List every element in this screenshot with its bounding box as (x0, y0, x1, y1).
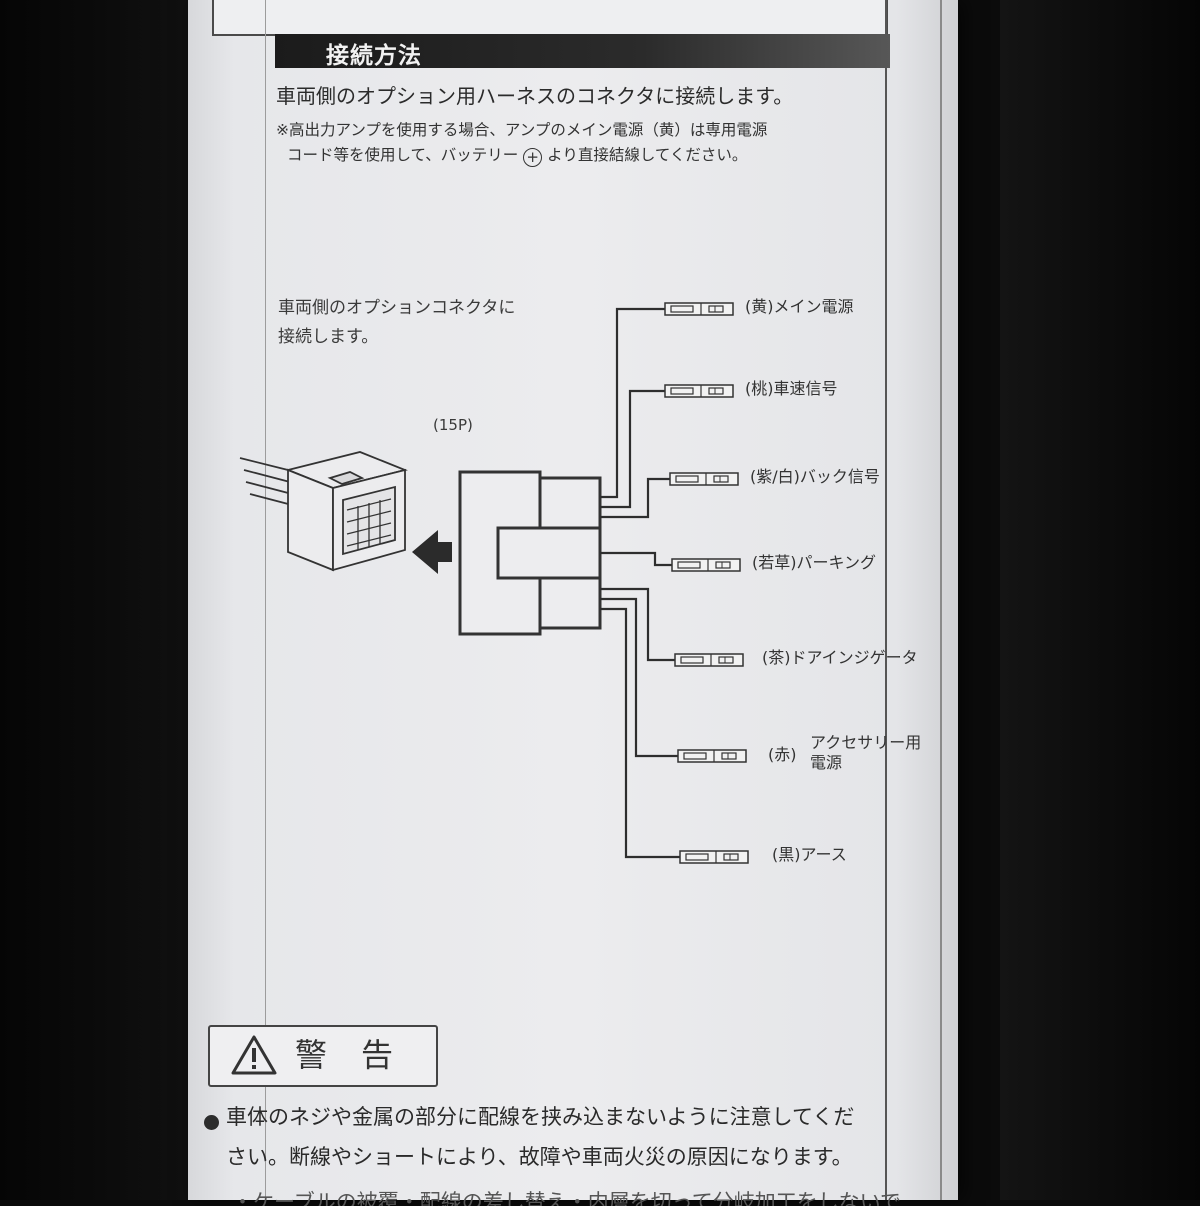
section-header-bar (275, 34, 890, 68)
wire-label-yellow: (黄)メイン電源 (745, 297, 854, 316)
wire-label-light-green: (若草)パーキング (752, 553, 877, 572)
note-line-2-post: より直接結線してください。 (547, 146, 748, 164)
wire-label-brown: (茶)ドアインジゲータ (762, 648, 918, 667)
connector-note-1: 車両側のオプションコネクタに (278, 298, 516, 318)
vehicle-connector-icon (239, 451, 408, 572)
background-left (0, 0, 200, 1200)
connector-note-2: 接続します。 (278, 327, 379, 347)
wire-label-red-line-1: アクセサリー用 (810, 733, 922, 752)
note-line-1: ※高出力アンプを使用する場合、アンプのメイン電源（黄）は専用電源 (276, 121, 768, 139)
frame-line-right (885, 0, 887, 1200)
terminal-red (677, 749, 747, 763)
warning-text-line-1: 車体のネジや金属の部分に配線を挟み込まないように注意してくだ (226, 1105, 855, 1129)
wire-label-red: (赤) (768, 745, 797, 764)
frame-line-left (265, 0, 266, 1200)
warning-text-line-3: ・ケーブルの被覆・配線の差し替え・内層を切って分岐加工をしないで (232, 1190, 902, 1206)
wire-label-purple-white: (紫/白)バック信号 (750, 467, 880, 486)
terminal-purple-white (669, 472, 739, 486)
frame-line-outer (940, 0, 942, 1200)
terminal-pink (664, 384, 734, 398)
arrow-left-icon (412, 530, 452, 574)
plus-terminal-icon: + (523, 148, 543, 167)
terminal-light-green (671, 558, 741, 572)
lead-text: 車両側のオプション用ハーネスのコネクタに接続します。 (276, 84, 794, 108)
warning-text-line-2: さい。断線やショートにより、故障や車両火災の原因になります。 (226, 1145, 853, 1169)
note-line-2: コード等を使用して、バッテリー + より直接結線してください。 (287, 143, 747, 167)
bullet-dot (204, 1115, 219, 1130)
wire-label-red-line-2: 電源 (810, 753, 843, 772)
harness-connector (458, 470, 602, 636)
warning-header-box (208, 1025, 438, 1087)
section-title: 接続方法 (326, 43, 422, 69)
pin-count: (15P) (433, 416, 473, 434)
terminal-black (679, 850, 749, 864)
terminal-yellow (664, 302, 734, 316)
note-line-2-pre: コード等を使用して、バッテリー (287, 146, 519, 164)
wire-label-pink: (桃)車速信号 (745, 379, 838, 398)
warning-title: 警告 (295, 1036, 428, 1074)
wiring-diagram (239, 302, 749, 864)
background-right (1000, 0, 1200, 1200)
terminal-brown (674, 653, 744, 667)
warning-triangle-icon (231, 1035, 277, 1075)
wire-label-black: (黒)アース (772, 845, 847, 864)
